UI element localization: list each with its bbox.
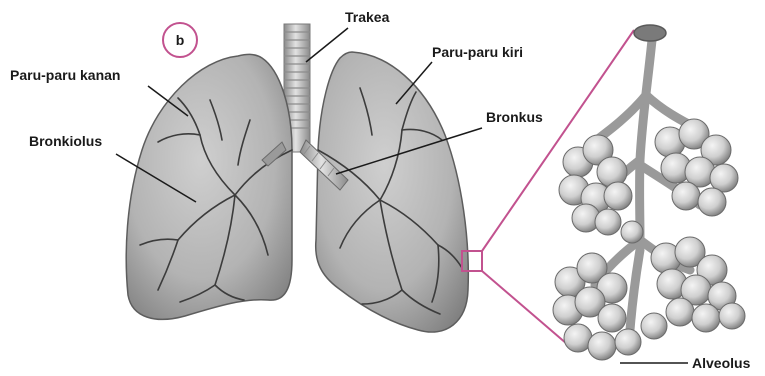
label-bronkus: Bronkus [486,109,543,125]
panel-letter-badge: b [162,22,198,58]
label-trakea: Trakea [345,9,389,25]
label-paru-paru-kiri: Paru-paru kiri [432,44,523,60]
label-bronkiolus: Bronkiolus [29,133,102,149]
label-paru-paru-kanan: Paru-paru kanan [10,67,120,83]
label-alveolus: Alveolus [692,355,750,371]
alveolar-sacs [553,119,745,360]
right-lung [126,54,292,319]
alveoli-magnified [553,25,745,360]
bronchiole-opening [634,25,666,41]
left-lung [316,52,469,332]
